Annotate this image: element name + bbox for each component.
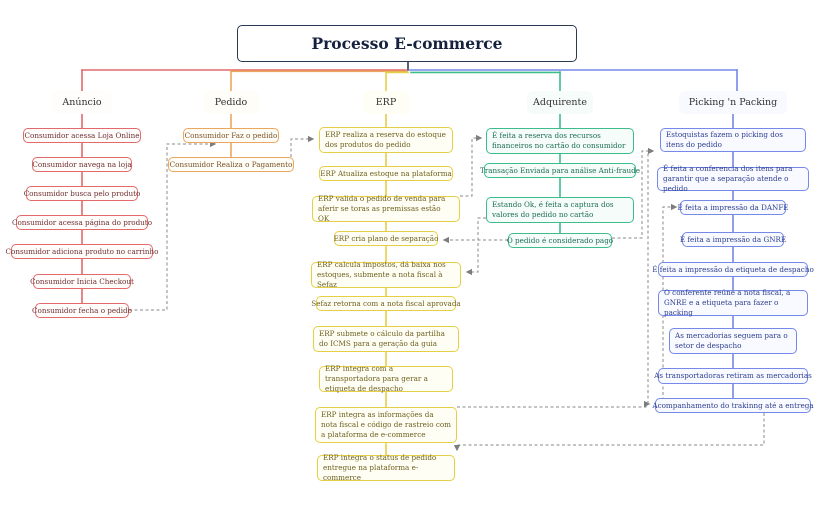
node-pedido-1: Consumidor Faz o pedido xyxy=(183,128,279,143)
node-anuncio-2: Consumidor navega na loja xyxy=(32,157,132,172)
node-erp-5: ERP calcula impostos, dá baixa nos estoq… xyxy=(311,260,461,289)
node-erp-3: ERP valida o pedido de venda para aferir… xyxy=(312,194,460,223)
node-erp-9: ERP integra as informações da nota fisca… xyxy=(315,407,457,443)
node-adquirente-1: É feita a reserva dos recursos financeir… xyxy=(486,128,634,154)
node-erp-6: Sefaz retorna com a nota fiscal aprovada xyxy=(311,296,461,311)
node-picking-7: As mercadorias seguem para o setor de de… xyxy=(669,328,797,354)
edge-captura-to-erp-calcula xyxy=(465,217,486,276)
node-erp-7: ERP submete o cálculo da partilha do ICM… xyxy=(313,326,459,352)
node-pedido-2: Consumidor Realiza o Pagamento xyxy=(168,157,294,172)
node-anuncio-5: Consumidor adiciona produto no carrinho xyxy=(6,244,159,259)
branch-lines xyxy=(81,61,738,92)
lane-header-pedido: Pedido xyxy=(203,91,259,114)
edge-erp-valida-to-reserva-cartao xyxy=(460,134,483,197)
node-adquirente-4: O pedido é considerado pago xyxy=(507,233,613,248)
edge-junction-to-danfe xyxy=(647,151,676,406)
node-picking-3: É feita a impressão da DANFE xyxy=(677,200,789,215)
lane-header-picking: Picking 'n Packing xyxy=(679,91,787,114)
node-erp-1: ERP realiza a reserva do estoque dos pro… xyxy=(319,127,453,153)
node-anuncio-6: Consumidor Inicia Checkout xyxy=(30,274,134,289)
edge-tracking-to-erp-status xyxy=(453,413,765,452)
node-adquirente-3: Estando Ok, é feita a captura dos valore… xyxy=(486,197,634,223)
node-picking-9: Acompanhamento do trakinng até a entrega xyxy=(652,398,814,413)
node-picking-5: É feita a impressão da etiqueta de despa… xyxy=(652,262,814,277)
node-anuncio-1: Consumidor acessa Loja Online xyxy=(23,128,141,143)
node-picking-1: Estoquistas fazem o picking dos itens do… xyxy=(660,128,806,152)
node-anuncio-3: Consumidor busca pelo produto xyxy=(24,186,140,201)
node-erp-4: ERP cria plano de separação xyxy=(334,231,438,246)
lane-header-adquirente: Adquirente xyxy=(527,91,593,114)
node-erp-2: ERP Atualiza estoque na plataforma xyxy=(319,166,453,181)
lane-header-anuncio: Anúncio xyxy=(52,91,112,114)
node-picking-8: As transportadoras retiram as mercadoria… xyxy=(654,368,812,384)
node-picking-6: O conferente reúne a nota fiscal, a GNRE… xyxy=(658,288,808,317)
node-erp-10: ERP integra o status de pedido entregue … xyxy=(317,453,455,482)
node-anuncio-7: Consumidor fecha o pedido xyxy=(32,303,132,318)
node-picking-4: É feita a impressão da GNRE xyxy=(680,232,786,247)
node-anuncio-4: Consumidor acessa página do produto xyxy=(12,215,152,230)
edge-fecha-pedido-to-faz-pedido xyxy=(129,140,217,311)
lane-header-erp: ERP xyxy=(363,91,409,114)
dashed-connectors xyxy=(129,134,765,452)
edge-pago-to-estoquistas xyxy=(612,147,655,239)
diagram-title: Processo E-commerce xyxy=(237,25,577,62)
edge-pagamento-to-erp-reserva xyxy=(290,135,315,157)
node-picking-2: É feita a conferencia dos itens para gar… xyxy=(657,164,809,193)
edge-erp-integra-to-tracking xyxy=(457,400,651,408)
node-adquirente-2: Transação Enviada para análise Anti-frau… xyxy=(480,163,640,178)
node-erp-8: ERP integra com a transportadora para ge… xyxy=(319,364,453,393)
